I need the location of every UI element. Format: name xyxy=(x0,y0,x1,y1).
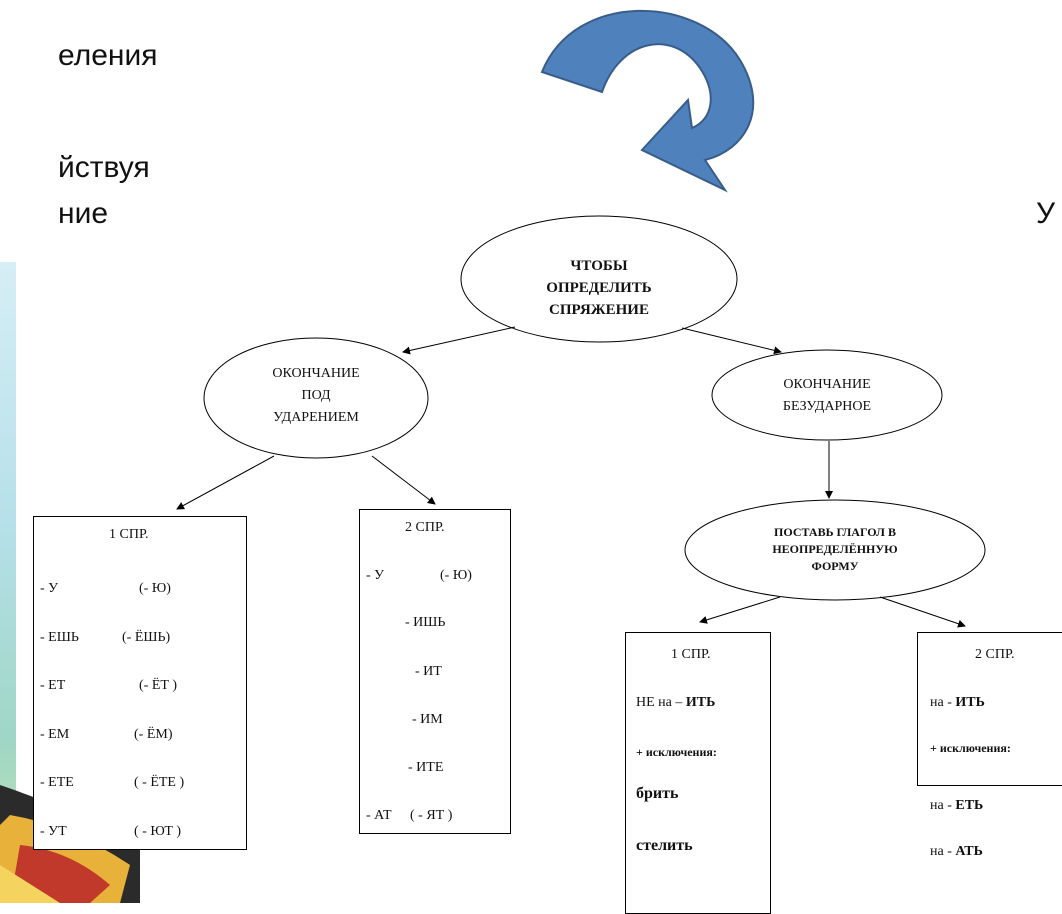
oval-unstressed xyxy=(711,349,943,441)
exception-row: на - ЕТЬ xyxy=(930,798,984,813)
infinitive-label: ПОСТАВЬ ГЛАГОЛ В НЕОПРЕДЕЛЁННУЮ ФОРМУ xyxy=(772,525,898,573)
exceptions-label: + исключения: xyxy=(636,745,717,759)
root-label: ЧТОБЫ ОПРЕДЕЛИТЬ СПРЯЖЕНИЕ xyxy=(546,258,652,318)
ending-alt: (- ЁТ ) xyxy=(139,678,178,693)
ending-alt: (- ЁМ) xyxy=(134,727,173,742)
ending-row: - ИТЕ xyxy=(408,760,444,775)
ending-row: - ИТ xyxy=(415,664,442,679)
box-second-conjugation-stressed: 2 СПР. - У (- Ю) - ИШЬ - ИТ - ИМ - ИТЕ -… xyxy=(359,509,511,834)
slide-text-line-1: еления xyxy=(58,39,158,72)
arrow-root-to-unstressed xyxy=(681,327,782,355)
ending-alt: (- Ю) xyxy=(440,568,472,583)
exceptions-label: + исключения: xyxy=(930,741,1011,755)
slide-text-line-2: йствуя xyxy=(58,151,150,184)
exception-word: брить xyxy=(636,785,679,802)
oval-infinitive xyxy=(684,499,986,601)
ending-row: - ЕШЬ xyxy=(40,630,79,645)
ending-alt: (- Ю) xyxy=(139,581,171,596)
ending-row: - У xyxy=(366,568,385,583)
box-first-conjugation-unstressed: 1 СПР. НЕ на – ИТЬ + исключения: брить с… xyxy=(625,632,771,914)
arrow-root-to-stressed xyxy=(402,326,516,355)
ending-alt: ( - ЮТ ) xyxy=(134,824,182,839)
ending-alt: ( - ЁТЕ ) xyxy=(134,775,185,790)
slide-text-line-3: ние xyxy=(58,197,109,230)
exception-word: стелить xyxy=(636,837,693,854)
rule-line: на - ИТЬ xyxy=(930,695,985,710)
stressed-label: ОКОНЧАНИЕ ПОД УДАРЕНИЕМ xyxy=(272,366,360,425)
unstressed-label: ОКОНЧАНИЕ БЕЗУДАРНОЕ xyxy=(782,377,872,414)
arrow-infinitive-to-second xyxy=(879,596,966,628)
ending-row: - УТ xyxy=(40,824,67,839)
arrow-stressed-to-first xyxy=(176,455,275,510)
arrow-stressed-to-second xyxy=(371,455,436,505)
oval-stressed xyxy=(203,337,429,459)
oval-root xyxy=(460,215,738,343)
curved-arrow-icon xyxy=(540,9,755,193)
ending-row: - У xyxy=(40,581,59,596)
ending-row: - ЕТЕ xyxy=(40,775,74,790)
ending-row: - ИМ xyxy=(412,712,443,727)
ending-row: - ЕМ xyxy=(40,727,70,742)
rule-line: НЕ на – ИТЬ xyxy=(636,695,716,710)
exception-row: на - АТЬ xyxy=(930,844,983,859)
decorative-side-band xyxy=(0,262,16,903)
ending-alt: (- ЁШЬ) xyxy=(122,630,171,645)
box-title: 1 СПР. xyxy=(109,527,149,542)
ending-alt: ( - ЯТ ) xyxy=(410,808,453,823)
ending-row: - АТ xyxy=(366,808,392,823)
ending-row: - ИШЬ xyxy=(405,615,446,630)
box-title: 2 СПР. xyxy=(975,647,1015,662)
box-title: 2 СПР. xyxy=(405,520,445,535)
box-title: 1 СПР. xyxy=(671,647,711,662)
arrow-infinitive-to-first xyxy=(699,596,781,624)
box-second-conjugation-unstressed: 2 СПР. на - ИТЬ + исключения: xyxy=(917,632,1062,786)
box-first-conjugation-stressed: 1 СПР. - У (- Ю) - ЕШЬ (- ЁШЬ) - ЕТ (- Ё… xyxy=(33,516,247,850)
ending-row: - ЕТ xyxy=(40,678,66,693)
slide-text-right-fragment: У xyxy=(1036,197,1056,230)
